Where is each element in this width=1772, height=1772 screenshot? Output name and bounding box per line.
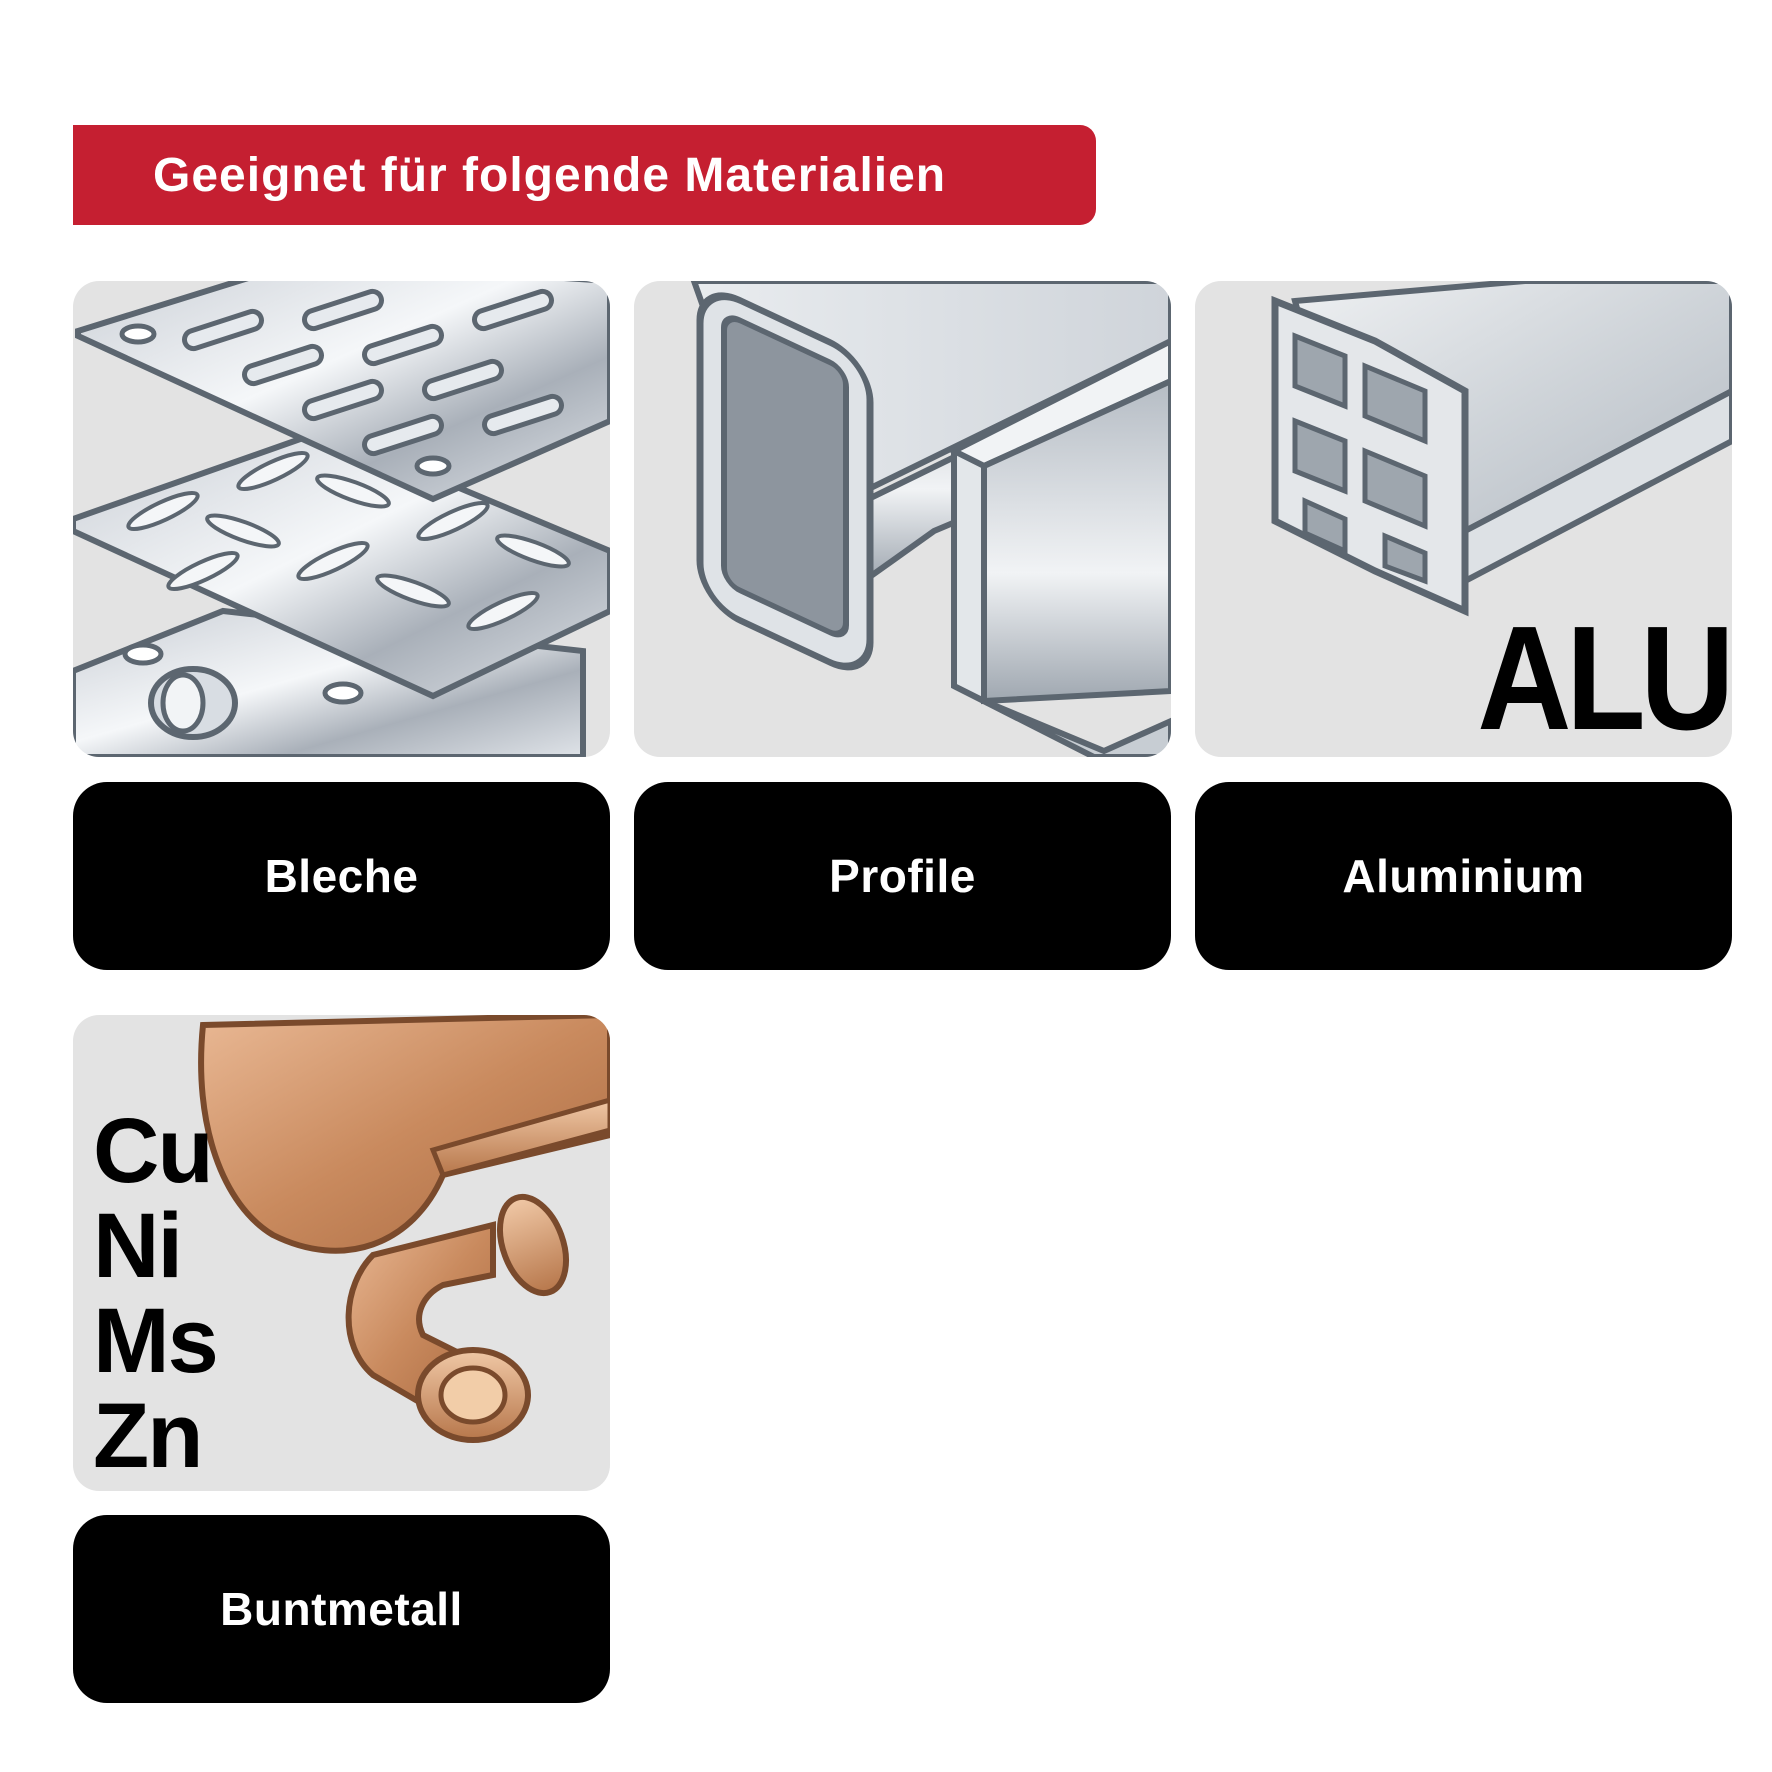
symbol-ms: Ms	[93, 1290, 219, 1392]
label-profile-text: Profile	[829, 850, 976, 902]
aluminium-profile-icon	[1271, 281, 1732, 617]
alu-badge: ALU	[1477, 596, 1732, 757]
label-bleche[interactable]: Bleche	[73, 782, 610, 970]
tile-aluminium[interactable]: ALU	[1195, 281, 1732, 757]
symbol-zn: Zn	[93, 1385, 203, 1487]
header-title: Geeignet für folgende Materialien	[153, 148, 947, 202]
perforated-sheet-icon	[73, 281, 610, 757]
label-aluminium[interactable]: Aluminium	[1195, 782, 1732, 970]
label-buntmetall[interactable]: Buntmetall	[73, 1515, 610, 1703]
label-buntmetall-text: Buntmetall	[220, 1583, 463, 1635]
label-profile[interactable]: Profile	[634, 782, 1171, 970]
label-aluminium-text: Aluminium	[1342, 850, 1585, 902]
tile-bleche[interactable]	[73, 281, 610, 757]
copper-gutter-icon	[198, 1015, 610, 1443]
label-bleche-text: Bleche	[264, 850, 419, 902]
steel-profile-icon	[690, 281, 1171, 757]
tile-buntmetall[interactable]: Cu Ni Ms Zn	[73, 1015, 610, 1491]
header-banner: Geeignet für folgende Materialien	[73, 125, 1096, 225]
symbol-ni: Ni	[93, 1195, 183, 1297]
tile-profile[interactable]	[634, 281, 1171, 757]
symbol-cu: Cu	[93, 1100, 214, 1202]
